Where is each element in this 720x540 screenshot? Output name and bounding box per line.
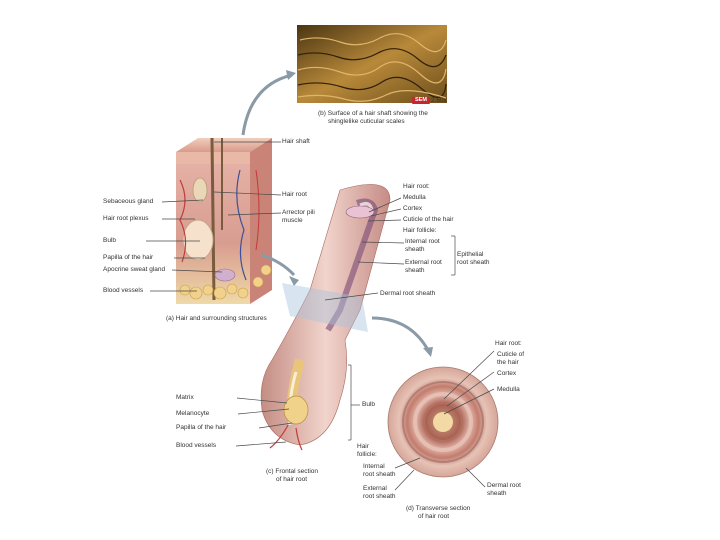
label-internal: Internal [363, 463, 385, 470]
label-internal-sheath: root sheath [363, 471, 396, 478]
label-external-root: External root [405, 259, 442, 266]
label-hair-shaft: Hair shaft [282, 138, 310, 145]
label-papilla-c: Papilla of the hair [176, 424, 227, 431]
panel-b-caption-line1: (b) Surface of a hair shaft showing the [318, 110, 428, 117]
panel-a-caption: (a) Hair and surrounding structures [166, 315, 267, 322]
label-dermal-sheath-d: sheath [487, 490, 507, 497]
leader-lines [146, 141, 495, 491]
label-dermal-root-sheath-c: Dermal root sheath [380, 290, 436, 297]
label-cuticle-d: Cuticle of [497, 351, 525, 358]
transverse-cut-plane [282, 283, 368, 332]
label-melanocyte: Melanocyte [176, 410, 210, 417]
skin-block-illustration [176, 137, 272, 304]
arrow-to-frontal-section [261, 253, 296, 277]
label-internal-root: Internal root [405, 238, 440, 245]
label-cortex-d: Cortex [497, 370, 517, 377]
label-cortex-c: Cortex [403, 205, 423, 212]
label-follicle: follicle: [357, 451, 377, 458]
panel-c-caption-line1: (c) Frontal section [266, 468, 319, 475]
label-internal-root-sheath: sheath [405, 246, 425, 253]
panel-d-caption-line1: (d) Transverse section [406, 505, 471, 512]
label-external-sheath: root sheath [363, 493, 396, 500]
label-dermal-root-d: Dermal root [487, 482, 521, 489]
panel-d-caption-line2: of hair root [418, 513, 450, 520]
label-hair-root-a: Hair root [282, 191, 307, 198]
label-hair-root-d: Hair root: [495, 340, 522, 347]
label-apocrine-sweat-gland: Apocrine sweat gland [103, 266, 166, 273]
label-hair-follicle-c: Hair follicle: [403, 227, 437, 234]
transverse-section-illustration [387, 366, 499, 478]
label-sebaceous-gland: Sebaceous gland [103, 198, 154, 205]
label-epithelial: Epithelial [457, 251, 484, 258]
label-bulb-a: Bulb [103, 237, 117, 244]
label-hair-root-plexus: Hair root plexus [103, 215, 149, 222]
label-cuticle-d-2: the hair [497, 359, 519, 366]
label-hair-root-c: Hair root: [403, 183, 430, 190]
panel-b-caption-line2: shinglelike cuticular scales [328, 118, 405, 125]
label-arrector-pili: Arrector pili [282, 209, 315, 216]
label-bulb-c: Bulb [362, 401, 376, 408]
label-blood-vessels-a: Blood vessels [103, 287, 144, 294]
label-arrector-muscle: muscle [282, 217, 303, 224]
label-external-root-sheath: sheath [405, 267, 425, 274]
sem-badge: SEM [412, 97, 430, 104]
label-epithelial-root-sheath: root sheath [457, 259, 490, 266]
label-matrix: Matrix [176, 394, 194, 401]
label-hair: Hair [357, 443, 369, 450]
magnification-label: 2,60x [431, 97, 447, 104]
label-blood-vessels-c: Blood vessels [176, 442, 217, 449]
frontal-section-illustration [260, 184, 391, 451]
label-cuticle-c: Cuticle of the hair [403, 216, 454, 223]
arrow-to-transverse-section [371, 316, 430, 351]
label-medulla-c: Medulla [403, 194, 426, 201]
sem-micrograph [297, 25, 447, 103]
label-external: External [363, 485, 387, 492]
arrow-to-sem [241, 73, 293, 136]
panel-c-caption-line2: of hair root [276, 476, 308, 483]
label-medulla-d: Medulla [497, 386, 520, 393]
label-papilla-a: Papilla of the hair [103, 254, 154, 261]
